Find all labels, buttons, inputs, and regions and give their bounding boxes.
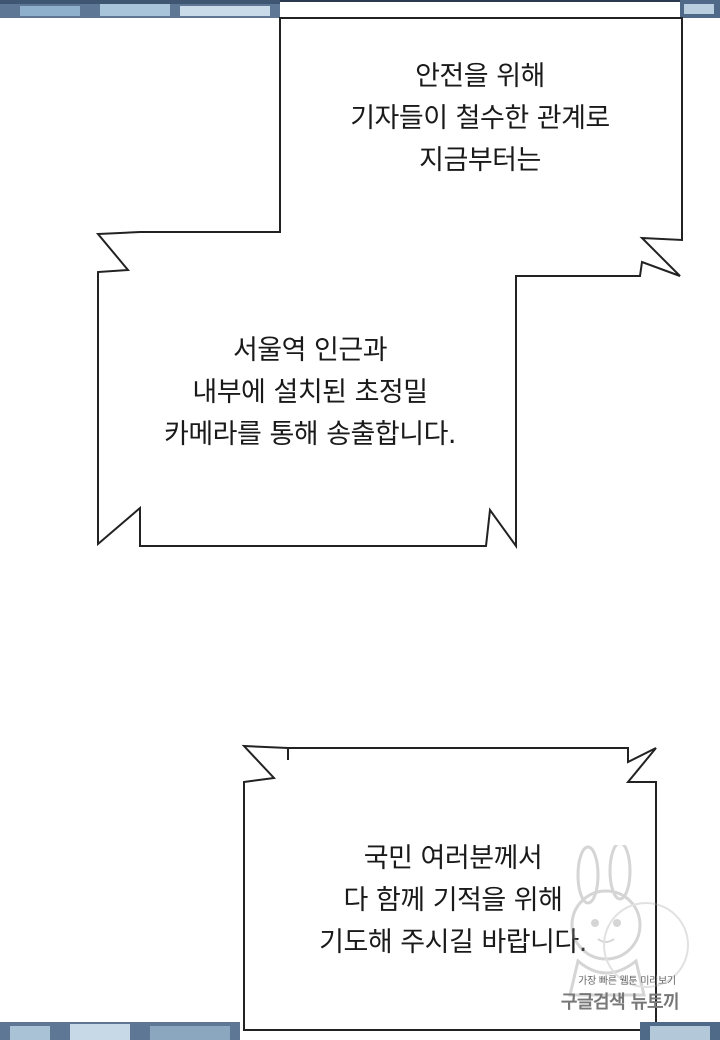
watermark-big-text: 구글검색 뉴토끼 <box>560 992 680 1013</box>
watermark-mascot-icon <box>568 845 689 997</box>
bubble-1-line-1: 안전을 위해 <box>415 61 545 92</box>
bubble-3-line-2: 다 함께 기적을 위해 <box>343 885 563 916</box>
speech-bubble-3 <box>241 744 657 1031</box>
speech-bubble-1 <box>95 17 683 550</box>
bubble-3-text: 국민 여러분께서 다 함께 기적을 위해 기도해 주시길 바랍니다. <box>268 838 638 964</box>
bottom-scene-strip <box>0 1018 720 1040</box>
bubble-2-text: 서울역 인근과 내부에 설치된 초정밀 카메라를 통해 송출합니다. <box>120 330 500 456</box>
bubble-1-line-3: 지금부터는 <box>419 145 541 176</box>
top-scene-art <box>0 0 720 18</box>
bottom-scene-art <box>0 1022 720 1040</box>
bubble-2-line-3: 카메라를 통해 송출합니다. <box>164 419 457 450</box>
bubble-1-line-2: 기자들이 철수한 관계로 <box>350 103 610 134</box>
watermark-small-text: 가장 빠른 웹툰 미리보기 <box>578 976 676 987</box>
top-scene-strip <box>0 0 720 22</box>
bubble-3-line-3: 기도해 주시길 바랍니다. <box>319 927 587 958</box>
bubble-2-line-2: 내부에 설치된 초정밀 <box>192 377 428 408</box>
bubble-3-line-1: 국민 여러분께서 <box>363 843 543 874</box>
bubble-1-text: 안전을 위해 기자들이 철수한 관계로 지금부터는 <box>300 56 660 182</box>
bubble-2-line-1: 서울역 인근과 <box>232 335 388 366</box>
